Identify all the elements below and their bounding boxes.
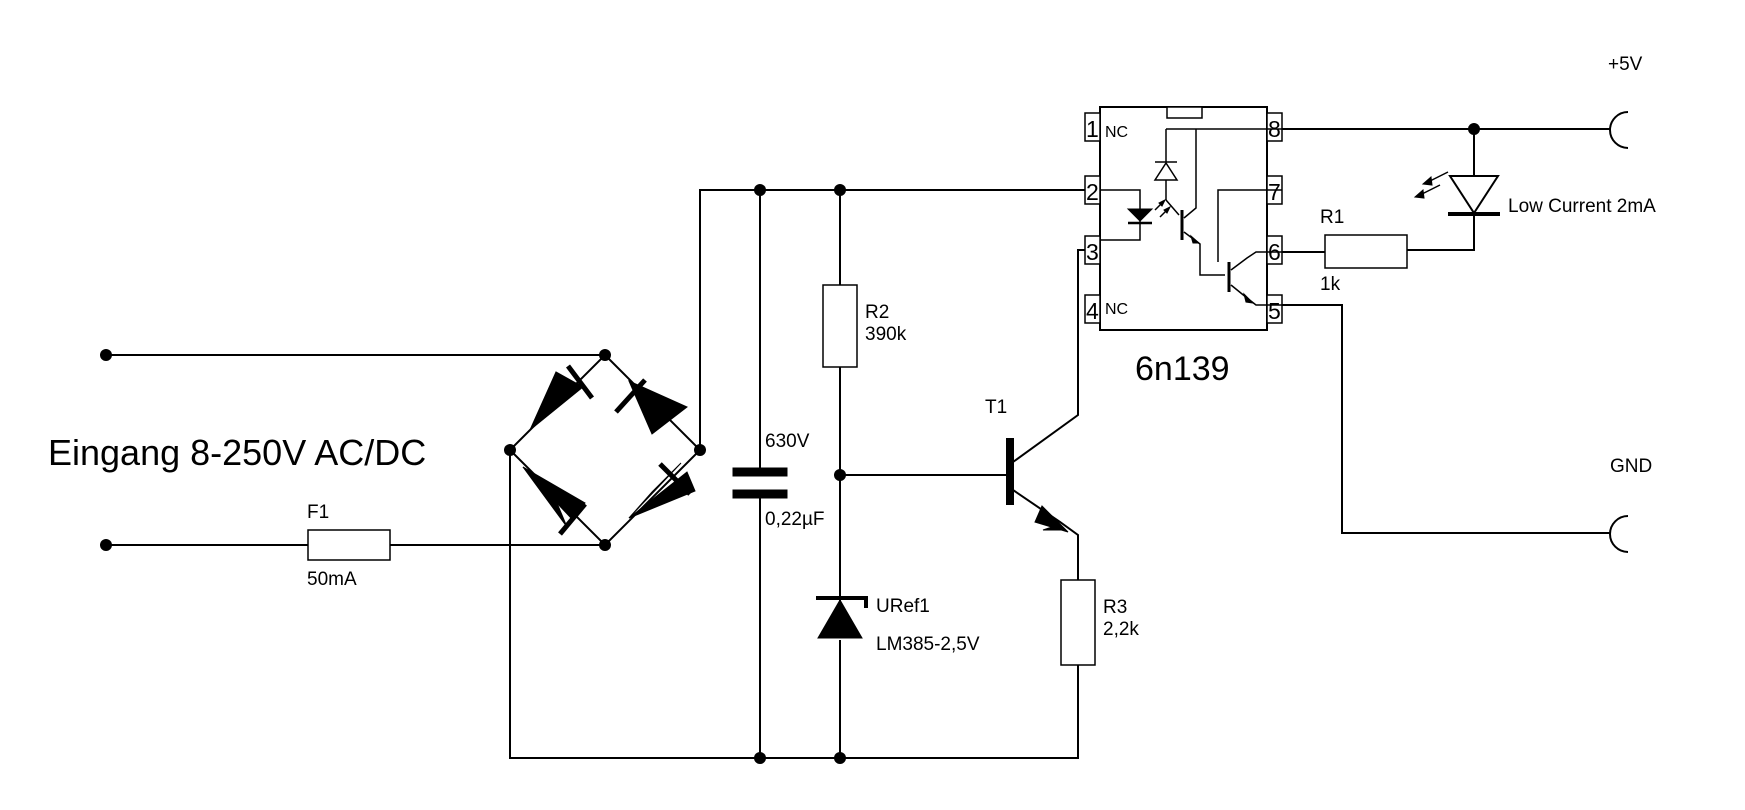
- indicator-led: Low Current 2mA: [1413, 171, 1656, 217]
- optocoupler-6n139: 1 2 3 4 8 7 6 5 NC NC: [1084, 106, 1283, 331]
- r3-name: R3: [1103, 597, 1127, 618]
- pin-2: 2: [1086, 179, 1099, 205]
- ref-name: URef1: [876, 596, 930, 617]
- r2-name: R2: [865, 302, 889, 323]
- r1-value: 1k: [1320, 274, 1341, 295]
- input-label: Eingang 8-250V AC/DC: [48, 432, 426, 473]
- input-section: Eingang 8-250V AC/DC: [48, 349, 605, 551]
- pin-3: 3: [1086, 239, 1099, 265]
- led-label: Low Current 2mA: [1508, 196, 1656, 217]
- output-section: +5V GND: [1282, 54, 1652, 553]
- fuse-value: 50mA: [307, 569, 357, 590]
- vcc-label: +5V: [1608, 54, 1643, 75]
- optocoupler-name: 6n139: [1135, 350, 1230, 388]
- bridge-rectifier: [504, 349, 706, 551]
- transistor-t1: T1: [840, 249, 1085, 580]
- fuse-f1: F1 50mA: [307, 502, 391, 590]
- nc-label-1: NC: [1105, 124, 1128, 141]
- pin-4: 4: [1086, 298, 1099, 324]
- cap-value: 0,22µF: [765, 509, 825, 530]
- fuse-name: F1: [307, 502, 329, 523]
- r3-value: 2,2k: [1103, 619, 1139, 640]
- nc-label-4: NC: [1105, 301, 1128, 318]
- resistor-r3: R3 2,2k: [1060, 579, 1139, 666]
- resistor-r2: R2 390k: [822, 190, 907, 758]
- resistor-r1: R1 1k: [1320, 207, 1408, 295]
- voltage-reference: URef1 LM385-2,5V: [816, 596, 980, 655]
- t1-name: T1: [985, 397, 1007, 418]
- gnd-label: GND: [1610, 456, 1652, 477]
- pin-5: 5: [1268, 298, 1281, 324]
- r1-name: R1: [1320, 207, 1344, 228]
- pin-1: 1: [1086, 116, 1099, 142]
- pin-7: 7: [1268, 179, 1281, 205]
- ref-value: LM385-2,5V: [876, 634, 980, 655]
- capacitor: 630V 0,22µF: [732, 190, 825, 758]
- r2-value: 390k: [865, 324, 907, 345]
- cap-voltage: 630V: [765, 431, 810, 452]
